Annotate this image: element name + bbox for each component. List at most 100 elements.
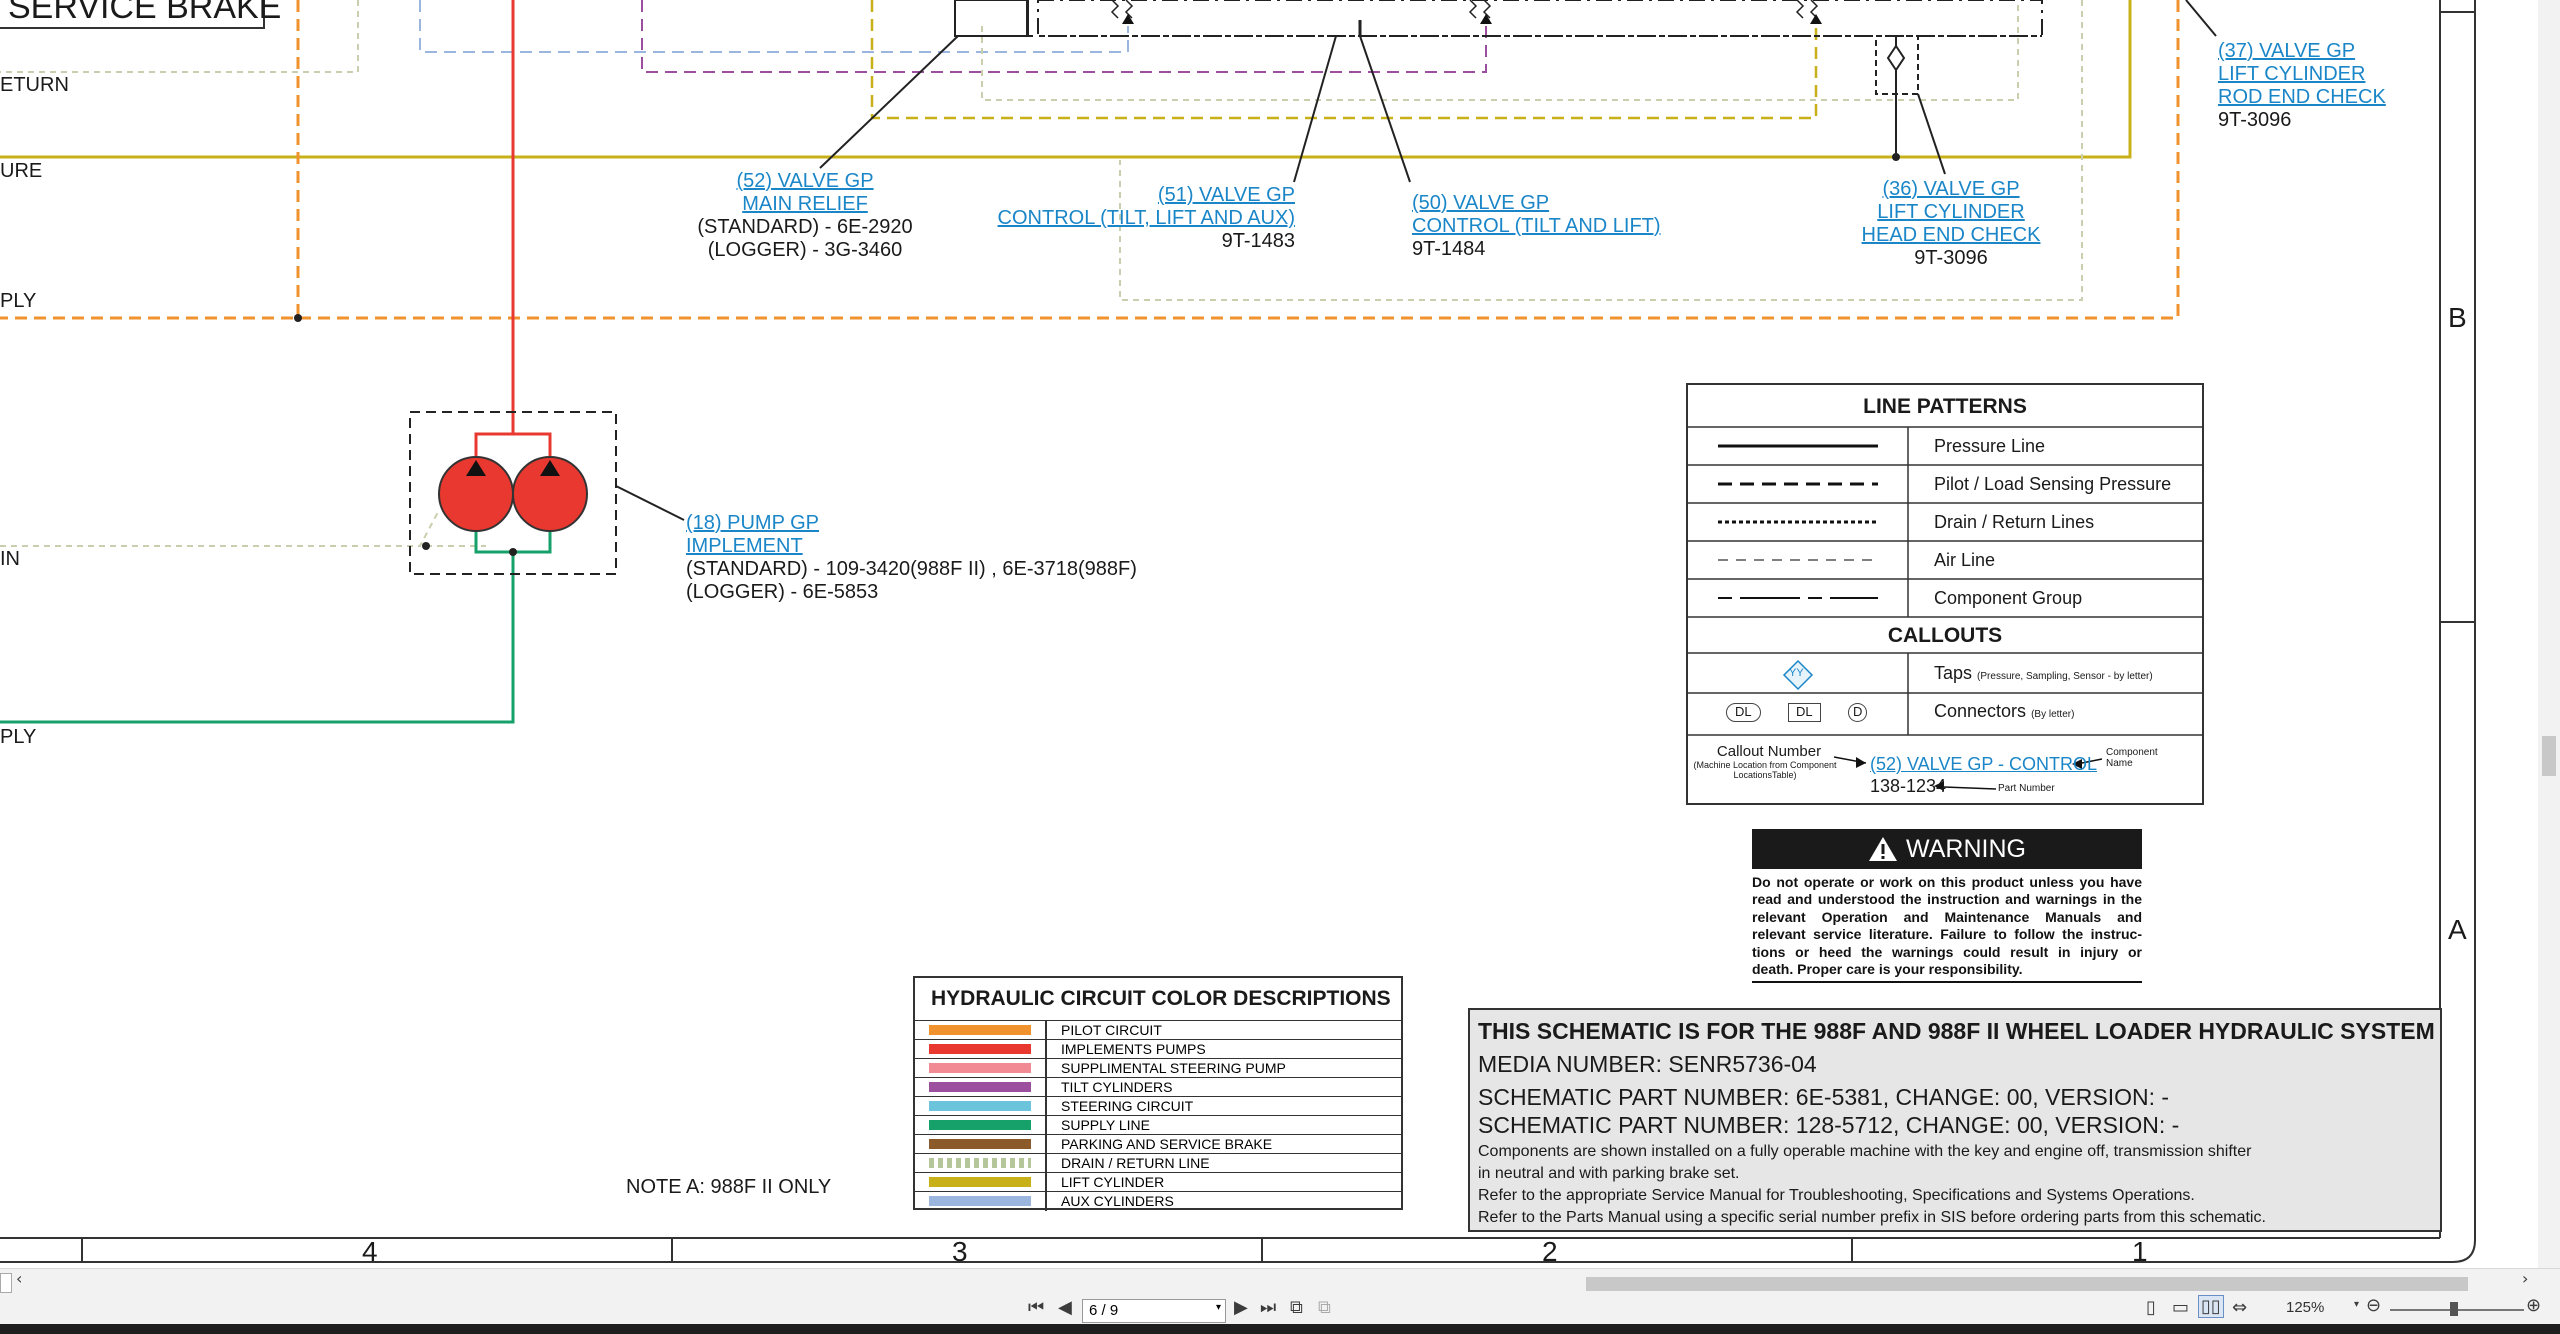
scroll-right-icon[interactable]: › — [2522, 1269, 2529, 1288]
zoom-level: 125% — [2286, 1299, 2325, 1316]
color-desc-row: PILOT CIRCUIT — [915, 1020, 1401, 1040]
two-page-view-icon[interactable]: ▯▯ — [2198, 1295, 2224, 1318]
horizontal-scrollbar-thumb[interactable] — [1586, 1277, 2468, 1291]
warning-text: Do not operate or work on this product u… — [1752, 869, 2142, 984]
next-page-icon[interactable]: ▶ — [1234, 1297, 1248, 1318]
warning-icon — [1869, 837, 1898, 861]
warning-line: tions or heed the warnings could result … — [1752, 943, 2142, 960]
copy-page-icon[interactable]: ⧉ — [1290, 1297, 1303, 1318]
first-page-icon[interactable]: ⏮ — [1028, 1297, 1045, 1318]
warning-block: WARNING Do not operate or work on this p… — [1752, 829, 2142, 984]
left-label-drain: IN — [0, 548, 20, 570]
color-swatch — [929, 1101, 1031, 1111]
connectors-label: Connectors (By letter) — [1934, 701, 2074, 722]
warning-line: death. Proper care is your responsibilit… — [1752, 961, 2023, 978]
callout-50-link[interactable]: (50) VALVE GP — [1412, 192, 1550, 214]
callout-36-name-2[interactable]: HEAD END CHECK — [1861, 224, 2041, 246]
callout-37-name[interactable]: LIFT CYLINDER — [2218, 63, 2366, 85]
color-desc-row: PARKING AND SERVICE BRAKE — [915, 1134, 1401, 1154]
callout-51-link[interactable]: (51) VALVE GP — [1157, 184, 1295, 206]
title-block-note: Refer to the appropriate Service Manual … — [1478, 1187, 2195, 1204]
example-callout-link[interactable]: (52) VALVE GP - CONTROL — [1870, 754, 2098, 774]
page-number-text: 6 / 9 — [1089, 1302, 1119, 1319]
title-block-note: Components are shown installed on a full… — [1478, 1143, 2252, 1160]
page-number-field[interactable]: 6 / 9 ▾ — [1082, 1299, 1226, 1323]
callout-37: (37) VALVE GP LIFT CYLINDER ROD END CHEC… — [2218, 40, 2386, 132]
taps-label: Taps (Pressure, Sampling, Sensor - by le… — [1934, 663, 2153, 684]
callout-36-link[interactable]: (36) VALVE GP — [1882, 178, 2020, 200]
title-block-note: in neutral and with parking brake set. — [1478, 1165, 1740, 1182]
horizontal-scroll-handle[interactable] — [0, 1273, 12, 1293]
taps-note: (Pressure, Sampling, Sensor - by letter) — [1977, 671, 2153, 682]
tap-symbol: YY — [1789, 667, 1804, 679]
zone-number-3: 3 — [952, 1236, 968, 1267]
continuous-view-icon[interactable]: ▭ — [2172, 1297, 2190, 1318]
callout-36: (36) VALVE GP LIFT CYLINDER HEAD END CHE… — [1840, 178, 2062, 270]
color-desc-row: SUPPLY LINE — [915, 1115, 1401, 1135]
callout-18-link[interactable]: (18) PUMP GP — [686, 512, 819, 534]
callout-37-part: 9T-3096 — [2218, 109, 2292, 131]
color-desc-label: TILT CYLINDERS — [1061, 1079, 1173, 1095]
color-swatch — [929, 1177, 1031, 1187]
scroll-left-icon[interactable]: ‹ — [16, 1269, 23, 1288]
title-block-title: THIS SCHEMATIC IS FOR THE 988F AND 988F … — [1478, 1018, 2435, 1044]
callout-36-name[interactable]: LIFT CYLINDER — [1877, 201, 2025, 223]
previous-page-icon[interactable]: ◀ — [1058, 1297, 1072, 1318]
zoom-dropdown-icon[interactable]: ▾ — [2354, 1299, 2360, 1310]
callout-52-link[interactable]: (52) VALVE GP — [736, 170, 874, 192]
title-block-part-2: SCHEMATIC PART NUMBER: 128-5712, CHANGE:… — [1478, 1112, 2180, 1138]
callout-18-name[interactable]: IMPLEMENT — [686, 535, 803, 557]
color-desc-label: DRAIN / RETURN LINE — [1061, 1155, 1210, 1171]
connector-symbol-circle: D — [1848, 703, 1868, 722]
vertical-scrollbar[interactable] — [2538, 0, 2560, 1268]
color-desc-divider — [1045, 1192, 1047, 1211]
color-desc-row: STEERING CIRCUIT — [915, 1096, 1401, 1116]
page-dropdown-icon[interactable]: ▾ — [1215, 1302, 1221, 1313]
note-a: NOTE A: 988F II ONLY — [626, 1176, 832, 1198]
color-desc-divider — [1045, 1173, 1047, 1192]
warning-header: WARNING — [1752, 829, 2142, 869]
color-swatch — [929, 1158, 1031, 1168]
callout-18: (18) PUMP GP IMPLEMENT (STANDARD) - 109-… — [686, 512, 1137, 604]
zoom-out-icon[interactable]: ⊖ — [2366, 1295, 2382, 1316]
line-patterns-legend: LINE PATTERNS Pressure Line — [1686, 383, 2204, 805]
callout-52-name[interactable]: MAIN RELIEF — [742, 193, 868, 215]
single-page-view-icon[interactable]: ▯ — [2146, 1297, 2156, 1318]
example-callout-note: (Machine Location from Component Locatio… — [1693, 760, 1837, 780]
color-swatch — [929, 1063, 1031, 1073]
last-page-icon[interactable]: ⏭ — [1260, 1297, 1277, 1318]
left-label-return: ETURN — [0, 74, 69, 96]
color-desc-divider — [1045, 1135, 1047, 1154]
color-desc-divider — [1045, 1021, 1047, 1040]
connector-symbol-square: DL — [1788, 703, 1821, 722]
warning-line: read and understood the instruction and … — [1752, 891, 2142, 908]
line-patterns-header: LINE PATTERNS — [1863, 395, 2027, 418]
fit-width-icon[interactable]: ⇔ — [2232, 1297, 2248, 1318]
zone-number-2: 2 — [1542, 1236, 1558, 1267]
schematic-title-fragment: SERVICE BRAKE — [8, 0, 282, 26]
zoom-field[interactable]: 125% — [2286, 1299, 2386, 1321]
zone-letter-b: B — [2448, 302, 2467, 333]
callout-18-part-standard: (STANDARD) - 109-3420(988F II) , 6E-3718… — [686, 558, 1137, 580]
callout-51: (51) VALVE GP CONTROL (TILT, LIFT AND AU… — [960, 184, 1295, 253]
pattern-drain-label: Drain / Return Lines — [1934, 512, 2095, 532]
callout-37-link[interactable]: (37) VALVE GP — [2218, 40, 2356, 62]
color-desc-row: LIFT CYLINDER — [915, 1172, 1401, 1192]
vertical-scrollbar-thumb[interactable] — [2542, 736, 2556, 776]
warning-line: relevant Operation and Maintenance Manua… — [1752, 908, 2142, 925]
warning-line: relevant service literature. Failure to … — [1752, 926, 2142, 943]
zoom-in-icon[interactable]: ⊕ — [2526, 1295, 2542, 1316]
callout-37-name-2[interactable]: ROD END CHECK — [2218, 86, 2386, 108]
zoom-slider-thumb[interactable] — [2450, 1302, 2458, 1316]
title-block-part-1: SCHEMATIC PART NUMBER: 6E-5381, CHANGE: … — [1478, 1084, 2170, 1110]
color-desc-divider — [1045, 1116, 1047, 1135]
color-swatch — [929, 1139, 1031, 1149]
bottom-edge — [0, 1324, 2560, 1334]
left-label-supply-2: PLY — [0, 726, 37, 748]
paste-page-icon[interactable]: ⧉ — [1318, 1297, 1331, 1318]
line-patterns-grid — [1688, 426, 2202, 736]
callout-50-name[interactable]: CONTROL (TILT AND LIFT) — [1412, 215, 1661, 237]
callout-51-name[interactable]: CONTROL (TILT, LIFT AND AUX) — [997, 207, 1295, 229]
zone-number-1: 1 — [2132, 1236, 2148, 1267]
